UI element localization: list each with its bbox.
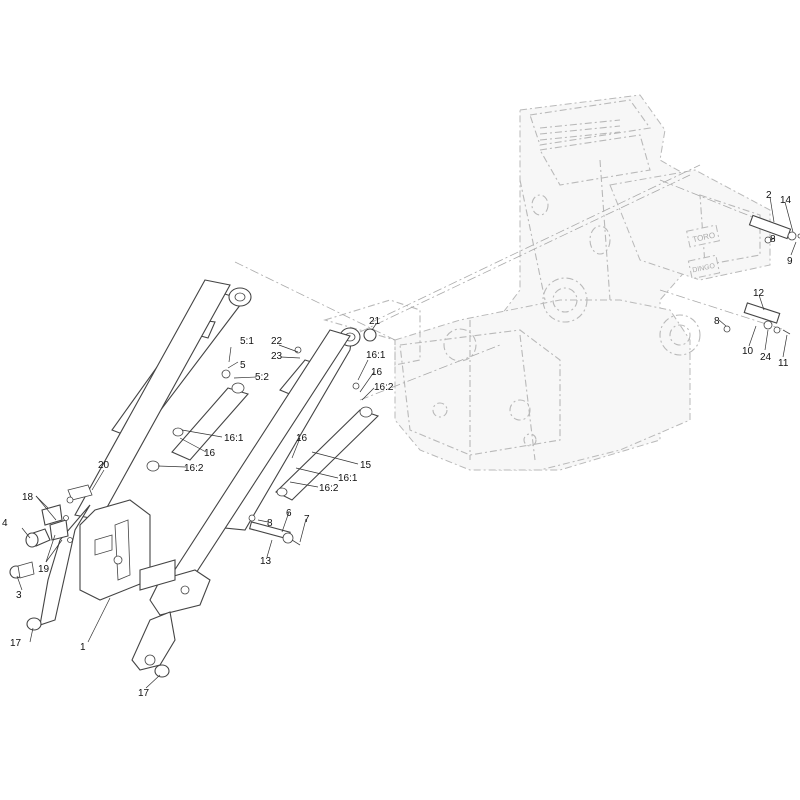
callout-23: 23 xyxy=(271,351,283,362)
callout-1: 1 xyxy=(80,642,86,653)
callout-16-2-left: 16:2 xyxy=(184,463,204,474)
callout-18: 18 xyxy=(22,492,34,503)
callout-24: 24 xyxy=(760,352,772,363)
upper-pivot-pin xyxy=(748,214,800,244)
callout-16-1-upper-right: 16:1 xyxy=(366,350,386,361)
callout-16-upper-right: 16 xyxy=(371,367,383,378)
callout-20: 20 xyxy=(98,460,110,471)
callout-15: 15 xyxy=(360,460,372,471)
callout-19: 19 xyxy=(38,564,50,575)
callout-21: 21 xyxy=(369,316,381,327)
lower-pads xyxy=(26,617,170,678)
callout-13: 13 xyxy=(260,556,272,567)
callout-8-arm: 8 xyxy=(267,518,273,529)
callout-16-2-upper-right: 16:2 xyxy=(374,382,394,393)
lower-pivot-pin xyxy=(723,302,791,335)
callout-10: 10 xyxy=(742,346,754,357)
callout-labels: 1 2 3 4 5 5:1 5:2 6 7 8 8 8 9 10 11 12 1… xyxy=(2,190,793,699)
callout-17-left: 17 xyxy=(10,638,22,649)
callout-22: 22 xyxy=(271,336,283,347)
callout-6: 6 xyxy=(286,508,292,519)
callout-16-left: 16 xyxy=(204,448,216,459)
callout-12: 12 xyxy=(753,288,765,299)
callout-4: 4 xyxy=(2,518,8,529)
callout-9: 9 xyxy=(787,256,793,267)
callout-16-1-left: 16:1 xyxy=(224,433,244,444)
callout-16-lower-right: 16 xyxy=(296,433,308,444)
callout-7: 7 xyxy=(304,514,310,525)
callout-8-upper: 8 xyxy=(770,234,776,245)
callout-2: 2 xyxy=(766,190,772,201)
callout-8-lower: 8 xyxy=(714,316,720,327)
callout-5-1: 5:1 xyxy=(240,336,254,347)
callout-17-bottom: 17 xyxy=(138,688,150,699)
callout-5: 5 xyxy=(240,360,246,371)
callout-3: 3 xyxy=(16,590,22,601)
callout-16-1-lower-right: 16:1 xyxy=(338,473,358,484)
frame-model-text: DINGO xyxy=(692,263,716,275)
callout-5-2: 5:2 xyxy=(255,372,269,383)
machine-frame-ghost: TORO DINGO xyxy=(323,94,771,471)
leader-lines xyxy=(16,196,797,689)
arm-pin-assembly xyxy=(248,514,301,546)
right-lift-arm xyxy=(224,327,380,531)
loader-frame xyxy=(39,279,351,671)
callout-11: 11 xyxy=(778,358,789,369)
callout-16-2-lower-right: 16:2 xyxy=(319,483,339,494)
callout-14: 14 xyxy=(780,195,792,206)
